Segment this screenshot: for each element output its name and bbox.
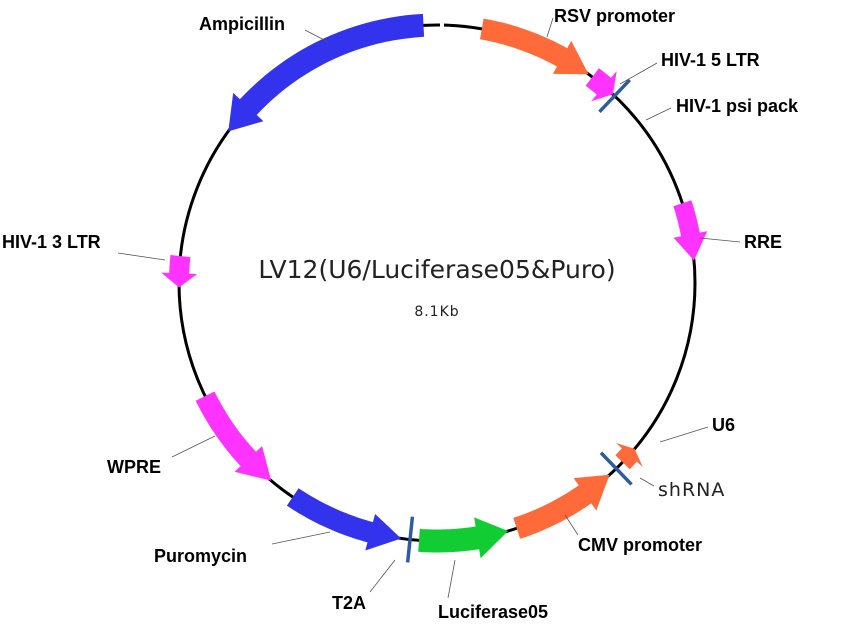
leader-puromycin <box>271 531 331 545</box>
leader-luciferase05 <box>447 559 456 599</box>
arrow-puromycin <box>286 488 402 551</box>
arrow-hiv1-5ltr <box>585 68 617 102</box>
plasmid-name: LV12(U6/Luciferase05&Puro) <box>258 255 615 284</box>
leader-wpre <box>171 435 216 458</box>
arrow-wpre <box>195 391 272 481</box>
label-cmv-promoter: CMV promoter <box>578 535 702 555</box>
arrow-u6 <box>615 443 643 470</box>
plasmid-size: 8.1Kb <box>414 304 459 320</box>
arrow-ampicillin <box>228 13 425 132</box>
leader-t2a <box>369 559 396 593</box>
tick-hiv1-psi-pack <box>598 78 632 114</box>
label-puromycin: Puromycin <box>154 546 247 566</box>
arrow-rsv-promoter <box>480 18 589 75</box>
leader-ampicillin <box>304 29 329 43</box>
label-rre: RRE <box>744 232 782 252</box>
label-wpre: WPRE <box>107 457 161 477</box>
label-rsv-promoter: RSV promoter <box>554 6 675 26</box>
label-hiv1-psi-pack: HIV-1 psi pack <box>676 96 799 116</box>
label-ampicillin: Ampicillin <box>199 14 285 34</box>
tick-shrna <box>599 451 633 486</box>
arrow-rre <box>673 200 708 261</box>
arrow-hiv1-3ltr <box>161 255 198 288</box>
arrow-luciferase05 <box>418 517 509 559</box>
label-shrna: shRNA <box>658 479 725 501</box>
leader-hiv1-5ltr <box>619 62 658 85</box>
label-hiv1-5ltr: HIV-1 5 LTR <box>661 50 760 70</box>
leader-rre <box>699 237 741 243</box>
leader-shrna <box>639 477 655 487</box>
leader-u6 <box>659 426 709 443</box>
arrow-cmv-promoter <box>513 474 610 539</box>
leader-rsv-promoter <box>546 17 554 38</box>
label-luciferase05: Luciferase05 <box>438 602 548 622</box>
label-hiv1-3ltr: HIV-1 3 LTR <box>2 232 101 252</box>
tick-t2a <box>405 516 415 563</box>
label-t2a: T2A <box>332 593 366 613</box>
leader-cmv-promoter <box>564 514 579 536</box>
leader-hiv1-3ltr <box>117 252 166 261</box>
leader-hiv1-psi-pack <box>645 107 672 121</box>
backbone-gap <box>440 20 444 32</box>
label-u6: U6 <box>712 415 735 435</box>
